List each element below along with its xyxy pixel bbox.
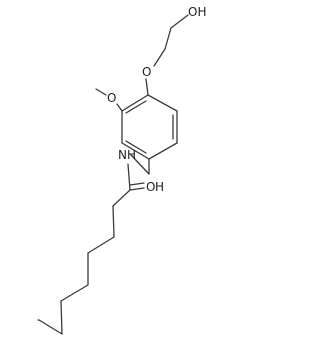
amide-hydrogen-label: H bbox=[127, 148, 136, 162]
bond-carbonyl-o-double bbox=[129, 182, 145, 186]
bond-ring-methoxy-o bbox=[116, 103, 123, 112]
carbonyl-oxygen-label: O bbox=[146, 180, 155, 194]
chain-bond-3 bbox=[87, 236, 115, 254]
carbonyl-hydrogen-label: H bbox=[155, 180, 164, 194]
chain-bond-5 bbox=[60, 284, 89, 302]
ring-bond-1 bbox=[147, 94, 178, 112]
bond-oh-ch2 bbox=[170, 14, 189, 29]
bond-ch2-ch2 bbox=[164, 27, 172, 50]
structure-canvas: OH O O N H O H bbox=[37, 5, 206, 335]
bond-carbonyl-o bbox=[129, 187, 145, 191]
chain-bond-7 bbox=[38, 319, 63, 335]
amide-nitrogen-label: N bbox=[118, 148, 127, 162]
ring-double-3 bbox=[125, 100, 147, 114]
bond-o-ring bbox=[145, 78, 149, 96]
ring-bond-3 bbox=[148, 142, 178, 160]
chain-bond-1 bbox=[112, 189, 131, 207]
ring-bond-6 bbox=[121, 94, 149, 112]
ether-oxygen-label: O bbox=[142, 65, 151, 79]
chain-bond-2 bbox=[112, 205, 115, 238]
chain-bond-6 bbox=[60, 300, 63, 335]
ring-bond-4 bbox=[121, 142, 150, 160]
bond-ch2-o bbox=[153, 48, 166, 67]
bond-ch2-n bbox=[130, 154, 150, 175]
ring-double-2 bbox=[125, 140, 147, 154]
hydroxyl-label: OH bbox=[188, 5, 206, 19]
bond-methoxy-o-ch3 bbox=[95, 88, 107, 96]
bond-n-carbonyl bbox=[127, 163, 131, 191]
molecule-diagram: OH O O N H O H bbox=[37, 5, 206, 335]
methoxy-oxygen-label: O bbox=[107, 91, 116, 105]
